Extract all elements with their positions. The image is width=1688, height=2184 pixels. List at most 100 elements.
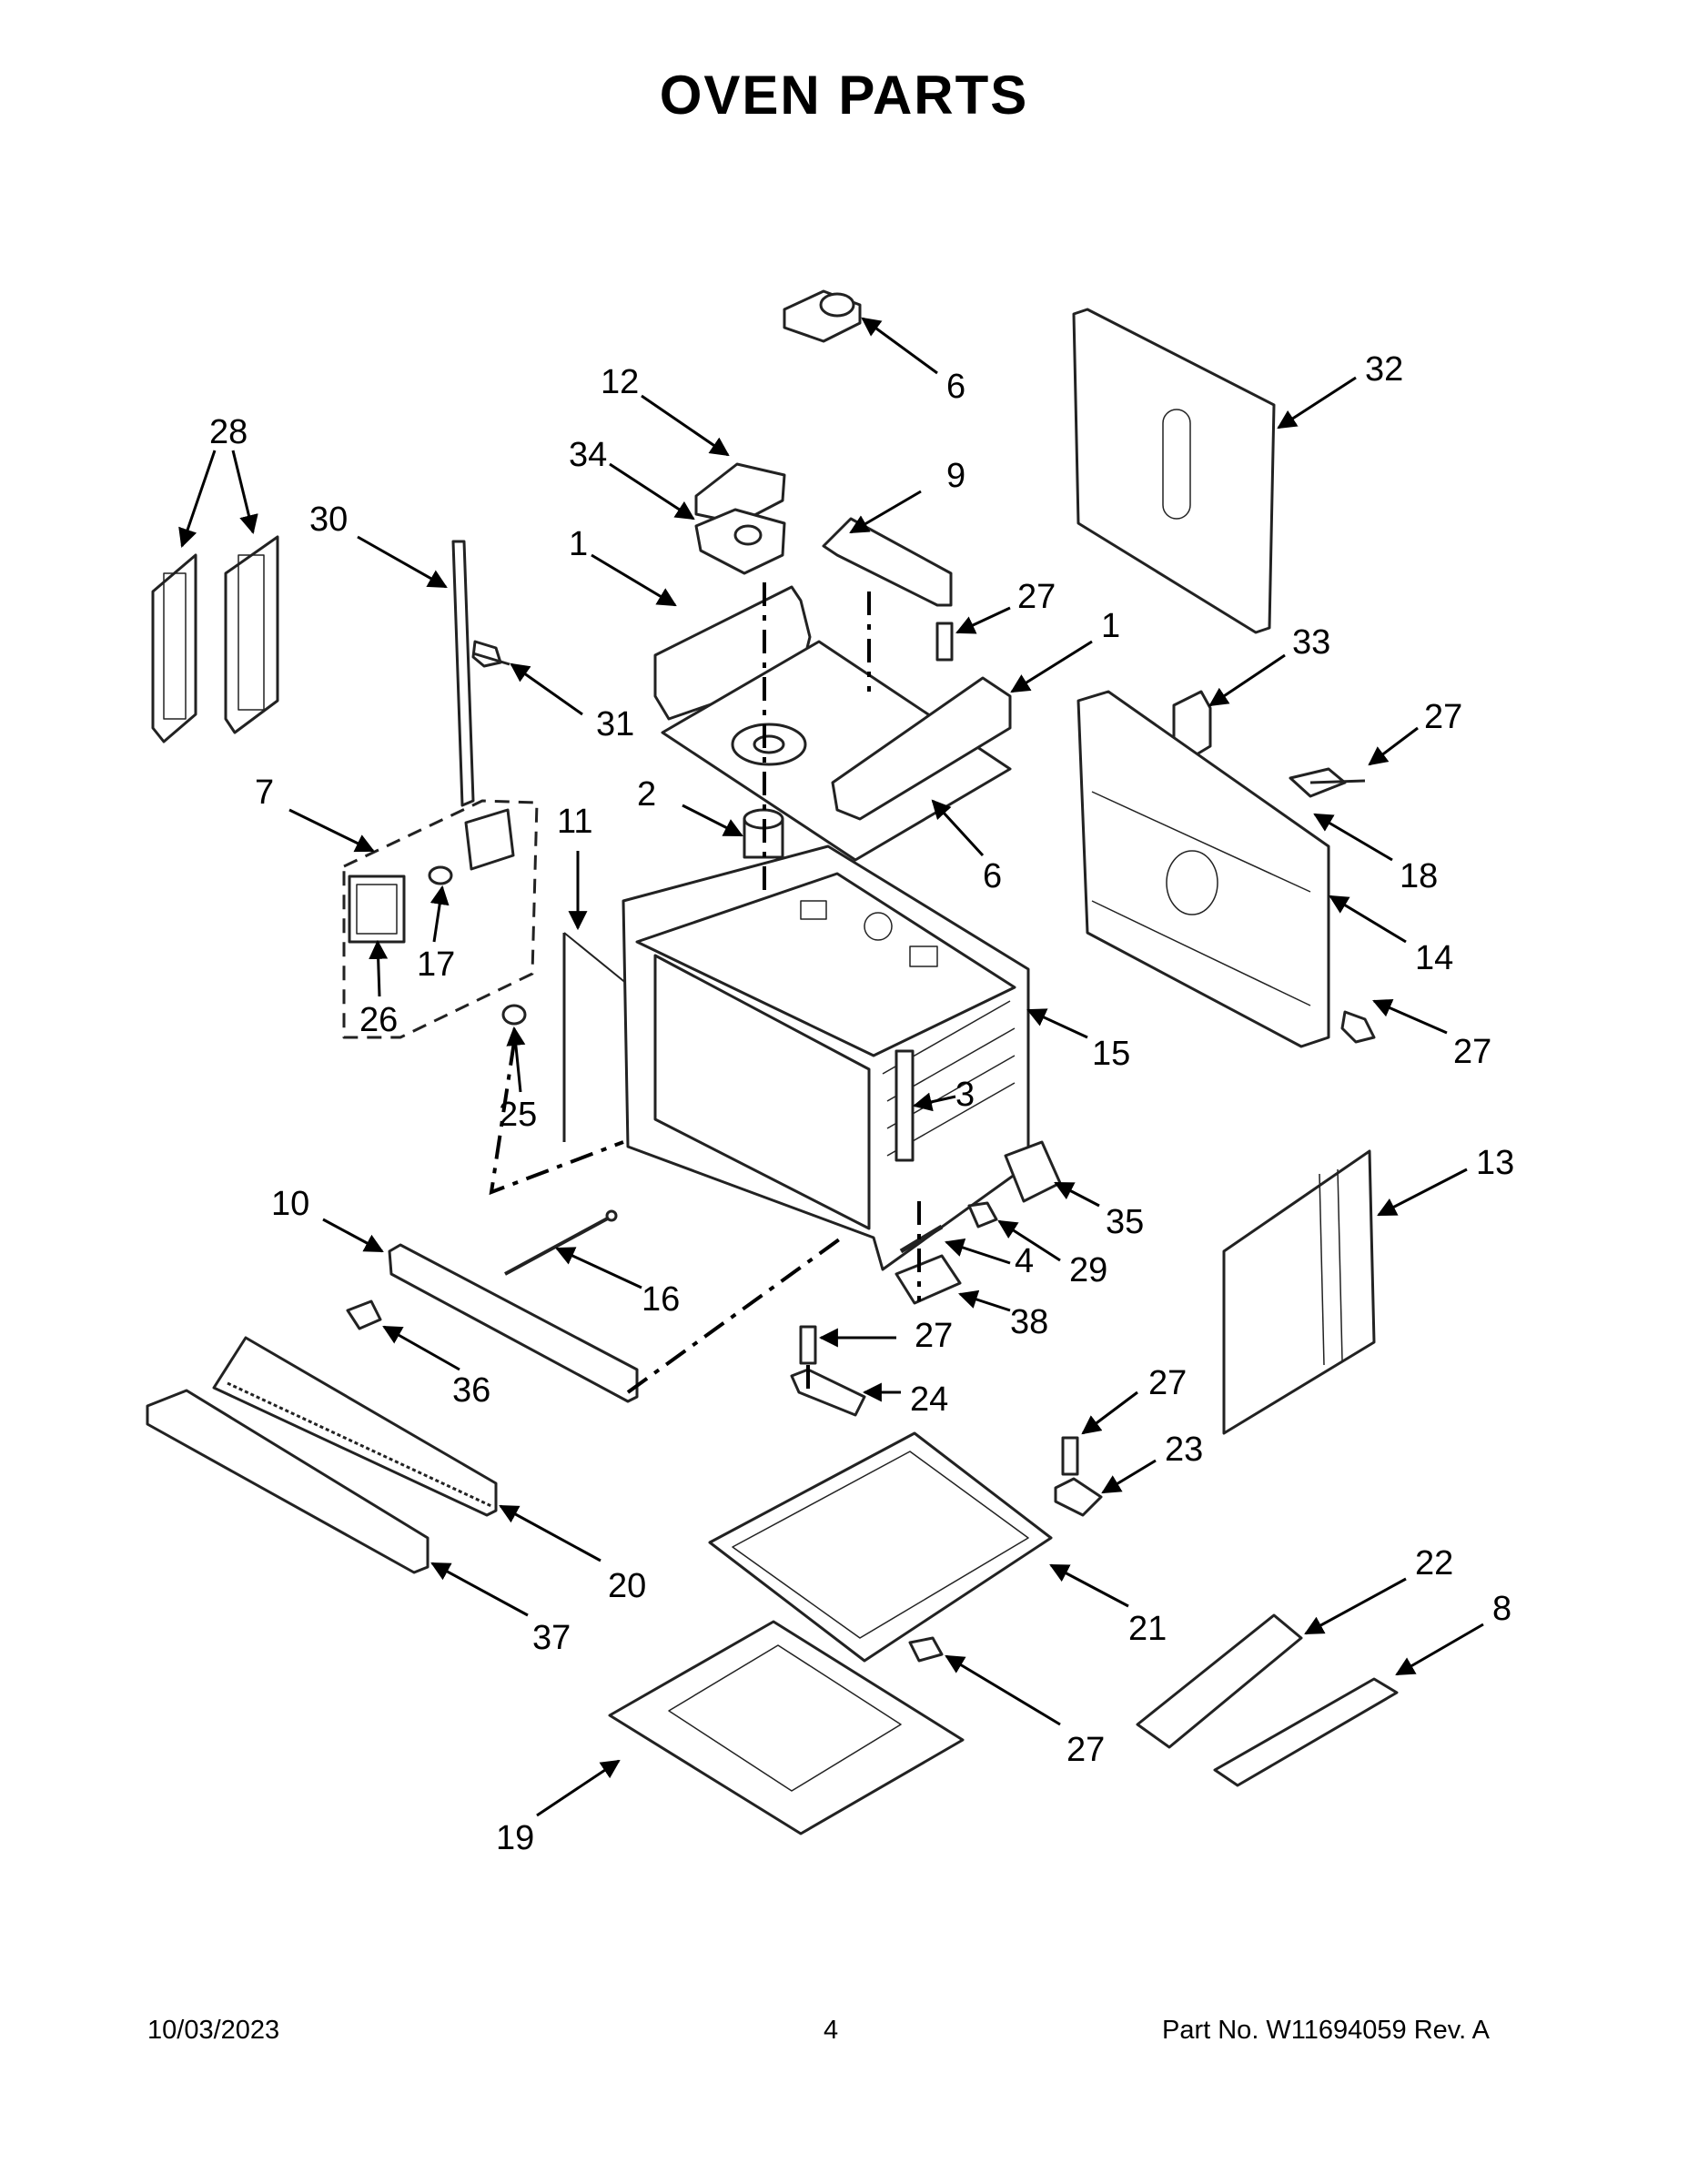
leader-23 [1101,1459,1157,1494]
page-title: OVEN PARTS [659,65,1029,126]
callout-13: 13 [1476,1144,1514,1182]
part-19-bottom-pan [608,1620,965,1835]
leader-27f [945,1654,1061,1726]
leader-4 [945,1238,1011,1265]
part-7-kit-box [342,799,539,1039]
callout-31: 32 [1365,350,1403,389]
leader-27a [955,606,1011,634]
guide-line-light [489,1041,624,1196]
part-14-panel [1076,690,1330,1048]
part-10-trim [388,1243,639,1403]
callout-25: 25 [499,1096,537,1134]
callout-21: 21 [1128,1610,1167,1648]
part-27-screw-a [935,622,954,662]
part-9-duct [822,517,953,607]
callout-4: 4 [1015,1242,1034,1280]
callout-23: 23 [1165,1431,1203,1469]
leader-20 [499,1504,601,1562]
leader-27e [1081,1390,1138,1435]
callout-18: 18 [1400,857,1438,895]
leader-9 [849,490,922,534]
leader-21 [1049,1563,1129,1608]
part-34-screw [346,1299,382,1330]
leader-34 [382,1325,460,1371]
leader-6 [931,799,985,857]
part-5-module [783,289,862,343]
callout-20: 20 [608,1567,646,1605]
part-35-side-panels [151,535,279,743]
callout-15: 15 [1092,1035,1130,1073]
part-8-rail [1213,1677,1399,1787]
leader-26 [369,939,389,997]
footer-part-number: Part No. W11694059 Rev. A [1162,2016,1491,2045]
part-6-top-panel [661,640,1012,862]
part-25-light [501,1004,527,1026]
callout-16: 16 [642,1280,680,1319]
leader-14 [1329,895,1407,944]
callout-34: 36 [452,1371,490,1410]
leader-27c [1372,998,1448,1035]
callout-29: 30 [309,500,348,539]
leader-17 [430,885,450,943]
leader-22 [1304,1577,1407,1635]
leader-8 [1395,1623,1484,1676]
leader-19 [536,1759,621,1817]
callout-3: 3 [955,1076,975,1114]
part-15-oven-cavity [622,844,1030,1271]
callout-8: 8 [1492,1590,1511,1628]
part-31-rear-panel [1072,308,1276,634]
guide-line-bottom [626,1236,844,1394]
callout-37: 35 [1106,1203,1144,1241]
callout-1-right: 1 [1101,607,1120,645]
callout-33: 34 [569,436,607,474]
part-16-probe [504,1209,618,1276]
callout-6: 6 [983,857,1002,895]
leader-28 [997,1219,1061,1262]
callout-5: 6 [946,368,965,406]
part-18-sensor [1289,767,1366,798]
leader-5 [861,317,938,375]
leader-35b [231,450,258,535]
leader-35a [178,450,217,548]
leader-18 [1313,813,1393,862]
part-24-bracket [790,1368,866,1417]
part-27-screw-c [799,1325,817,1365]
callout-38: 38 [1010,1303,1048,1341]
leader-33 [609,462,695,521]
part-23-bracket [1054,1477,1103,1517]
callout-26: 26 [359,1001,398,1039]
leader-1b [1010,640,1093,693]
footer-page-number: 4 [824,2016,839,2045]
callout-30: 31 [596,705,634,743]
callout-27-top: 27 [1017,578,1056,616]
leader-13 [1377,1168,1468,1217]
part-21-oven-bottom [708,1431,1053,1663]
leader-36 [430,1562,529,1617]
callout-19: 19 [496,1819,534,1857]
part-36-trim [146,1389,430,1574]
leader-10 [322,1218,384,1253]
leader-2 [682,804,743,837]
callout-9: 9 [946,457,965,495]
leader-7 [288,808,375,853]
part-27-screw-d [1061,1436,1079,1476]
part-28-screw [967,1201,998,1228]
leader-16 [555,1247,642,1289]
callout-27-mid-right: 27 [1148,1364,1187,1402]
callout-12: 12 [601,363,639,401]
callout-35: 28 [209,413,248,451]
leader-12 [641,394,730,457]
callout-32: 33 [1292,623,1330,662]
callout-11: 11 [557,803,592,841]
part-29-trim-strip [451,540,475,807]
part-3-bracket [895,1049,915,1162]
leader-27b [1368,726,1419,766]
callout-27-upper-right: 27 [1424,698,1462,736]
callout-2: 2 [637,775,656,814]
part-27-screw-e [908,1636,944,1663]
part-13-panel [1222,1149,1376,1435]
part-4-sensor [899,1224,944,1254]
leader-31 [1277,376,1357,430]
part-33-bracket [694,508,786,575]
callout-22: 22 [1415,1544,1453,1582]
